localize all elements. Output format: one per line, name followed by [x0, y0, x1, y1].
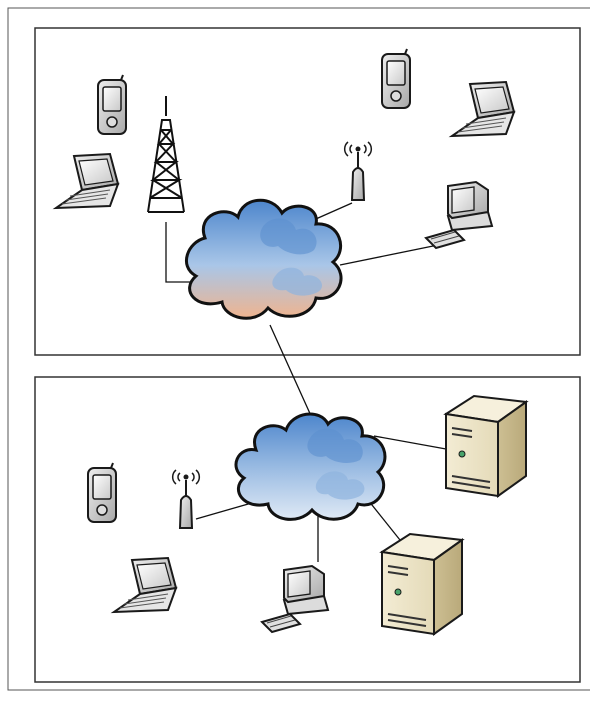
pda-icon [381, 48, 411, 109]
desktop-computer-icon [425, 181, 493, 249]
lower-cloud-icon [234, 412, 387, 521]
server-icon [445, 395, 527, 497]
lower-server1-link [373, 435, 447, 450]
laptop-icon [113, 557, 177, 613]
wireless-access-point-icon [343, 141, 373, 201]
upper-desktop-link [339, 244, 439, 266]
wireless-access-point-icon [171, 469, 201, 529]
page-frame [7, 7, 590, 691]
upper-network-frame [34, 27, 581, 356]
laptop-icon [451, 81, 515, 137]
lower-network-frame [34, 376, 581, 683]
server-icon [381, 533, 463, 635]
pda-icon [87, 462, 117, 523]
laptop-icon [55, 153, 119, 209]
upper-cloud-icon [185, 198, 343, 320]
pda-icon [97, 74, 127, 135]
cell-tower-icon [147, 96, 185, 213]
tower-link [165, 222, 196, 283]
desktop-computer-icon [261, 565, 329, 633]
inter-cloud-link [269, 324, 313, 419]
